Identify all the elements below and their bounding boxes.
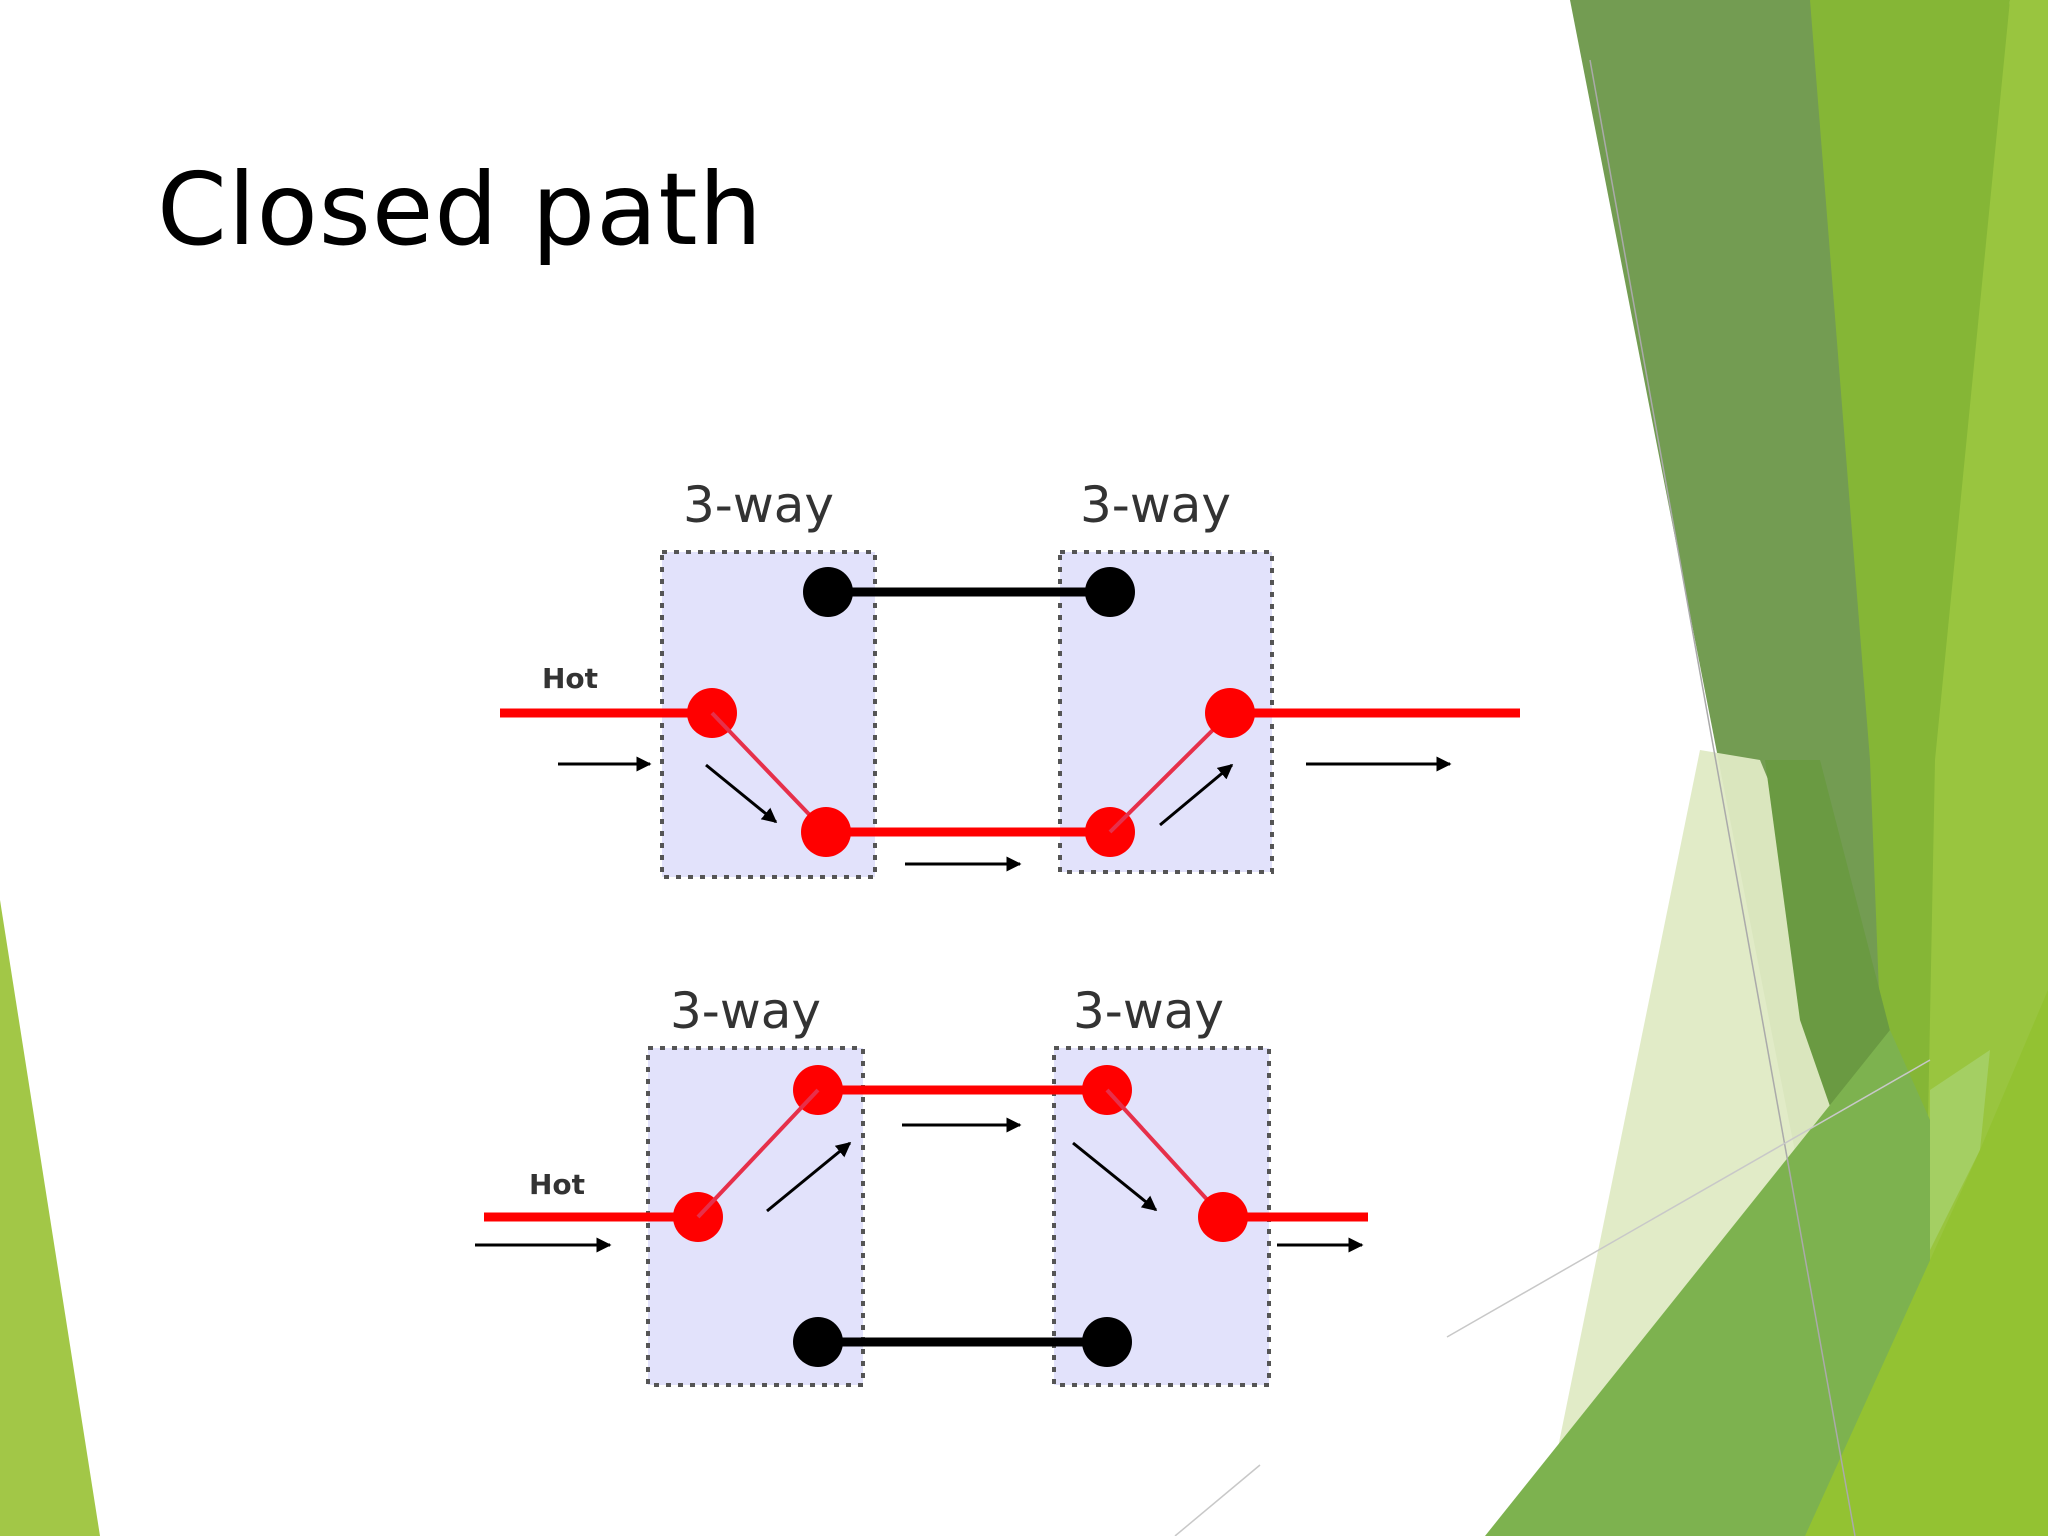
bottom-arrow-4-icon xyxy=(1072,1141,1158,1212)
bottom-left-switch-label: 3-way xyxy=(670,982,821,1040)
top-left-black-terminal xyxy=(803,567,853,617)
thin-line-1 xyxy=(1589,59,1856,1536)
bottom-green-triangle xyxy=(1485,1030,1930,1536)
bottom-right-black-terminal xyxy=(1082,1317,1132,1367)
top-arrow-2-icon xyxy=(705,763,778,824)
top-arrow-4-icon xyxy=(1159,763,1234,827)
top-right-switch-blade xyxy=(1108,711,1232,834)
light-overlay-wedge xyxy=(1930,1050,1990,1250)
top-circuit: 3-way 3-way Hot xyxy=(500,476,1520,879)
thin-line-2 xyxy=(1446,1059,1931,1338)
bottom-right-bright xyxy=(1805,990,2048,1536)
bottom-hot-label: Hot xyxy=(529,1168,585,1201)
bottom-arrow-2-icon xyxy=(766,1141,852,1213)
bottom-left-black-terminal xyxy=(793,1317,843,1367)
bottom-right-switch-label: 3-way xyxy=(1073,982,1224,1040)
bottom-right-switch-blade xyxy=(1105,1088,1225,1219)
top-left-switch-label: 3-way xyxy=(683,476,834,534)
top-right-black-terminal xyxy=(1085,567,1135,617)
bottom-left-switch-blade xyxy=(696,1088,820,1219)
left-accent-triangle xyxy=(0,900,100,1536)
top-hot-label: Hot xyxy=(542,662,598,695)
top-right-switch-label: 3-way xyxy=(1080,476,1231,534)
thin-line-3 xyxy=(1174,1464,1261,1536)
top-left-switch-blade xyxy=(710,711,828,834)
slide-title: Closed path xyxy=(157,151,764,268)
bottom-circuit: 3-way 3-way Hot xyxy=(475,982,1368,1387)
mid-green-band xyxy=(1810,0,2010,1536)
